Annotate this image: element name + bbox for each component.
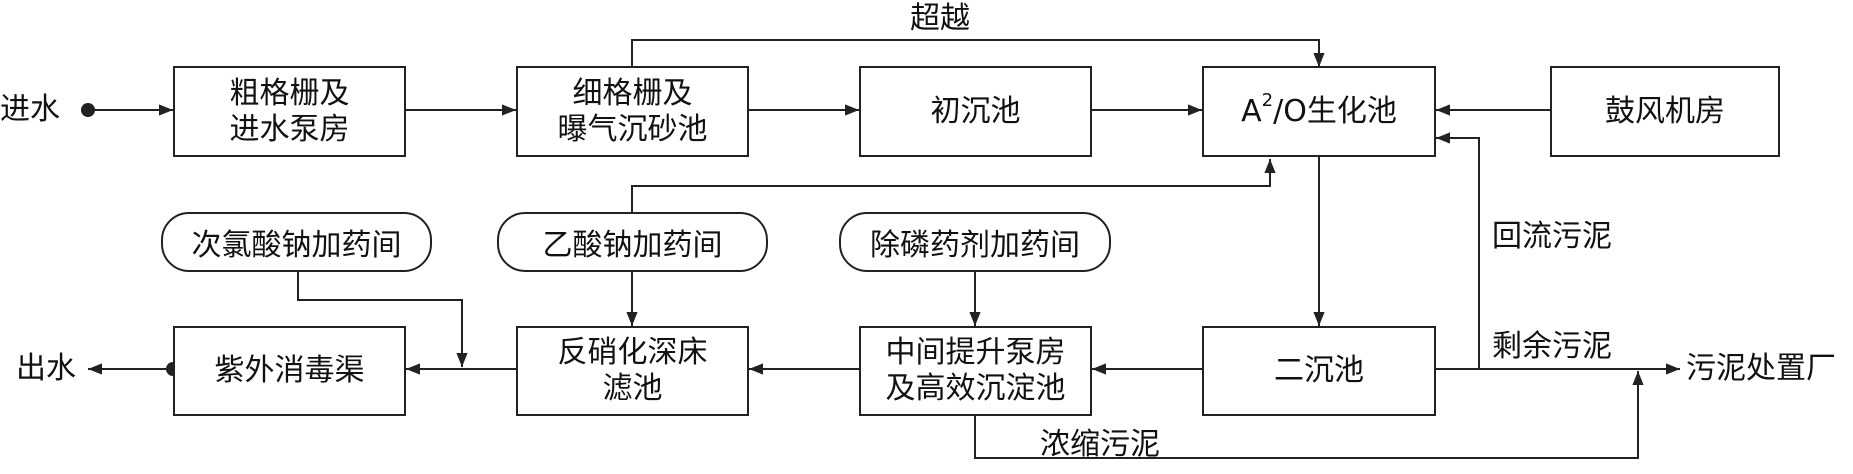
fine-screen-line-2: 曝气沉砂池: [557, 111, 708, 147]
arrow-return-sludge: [1436, 132, 1480, 369]
coarse-screen-node: 粗格栅及 进水泵房: [173, 66, 406, 157]
phosphorus-dosing-node: 除磷药剂加药间: [839, 212, 1111, 272]
return-sludge-label: 回流污泥: [1492, 219, 1612, 254]
uv-channel-label: 紫外消毒渠: [214, 353, 365, 388]
a2o-label: A2/O生化池: [1241, 89, 1397, 129]
thickened-sludge-label: 浓缩污泥: [1040, 427, 1160, 462]
denitrification-filter-line-1: 反硝化深床: [557, 335, 708, 370]
fine-screen-node: 细格栅及 曝气沉砂池: [516, 66, 749, 157]
primary-clarifier-node: 初沉池: [859, 66, 1092, 157]
arrow-hypochlorite: [297, 272, 468, 367]
primary-clarifier-label: 初沉池: [930, 93, 1021, 129]
outflow-label: 出水: [16, 351, 76, 386]
a2o-bioreactor-node: A2/O生化池: [1202, 66, 1436, 157]
uv-channel-node: 紫外消毒渠: [173, 326, 406, 416]
denitrification-filter-line-2: 滤池: [602, 371, 663, 406]
blower-room-node: 鼓风机房: [1550, 66, 1780, 157]
arrow-bypass: [631, 39, 1325, 69]
lift-pump-line-2: 及高效沉淀池: [885, 371, 1066, 406]
hypochlorite-dosing-node: 次氯酸钠加药间: [161, 212, 432, 272]
coarse-screen-line-2: 进水泵房: [229, 111, 350, 147]
lift-pump-sedimentation-node: 中间提升泵房 及高效沉淀池: [859, 326, 1092, 416]
inflow-label: 进水: [0, 92, 60, 127]
hypochlorite-dosing-label: 次氯酸钠加药间: [191, 228, 402, 263]
inflow-dot: [81, 103, 95, 117]
lift-pump-line-1: 中间提升泵房: [885, 335, 1066, 370]
acetate-dosing-label: 乙酸钠加药间: [542, 228, 723, 263]
sludge-disposal-label: 污泥处置厂: [1686, 351, 1836, 386]
excess-sludge-label: 剩余污泥: [1492, 329, 1612, 364]
blower-room-label: 鼓风机房: [1605, 93, 1725, 129]
phosphorus-dosing-label: 除磷药剂加药间: [870, 228, 1080, 263]
secondary-clarifier-label: 二沉池: [1274, 353, 1364, 388]
denitrification-filter-node: 反硝化深床 滤池: [516, 326, 749, 416]
secondary-clarifier-node: 二沉池: [1202, 326, 1436, 416]
fine-screen-line-1: 细格栅及: [572, 75, 693, 111]
coarse-screen-line-1: 粗格栅及: [229, 75, 350, 111]
arrow-thickened-sludge: [974, 371, 1644, 459]
bypass-label: 超越: [910, 1, 970, 36]
acetate-dosing-node: 乙酸钠加药间: [497, 212, 768, 272]
